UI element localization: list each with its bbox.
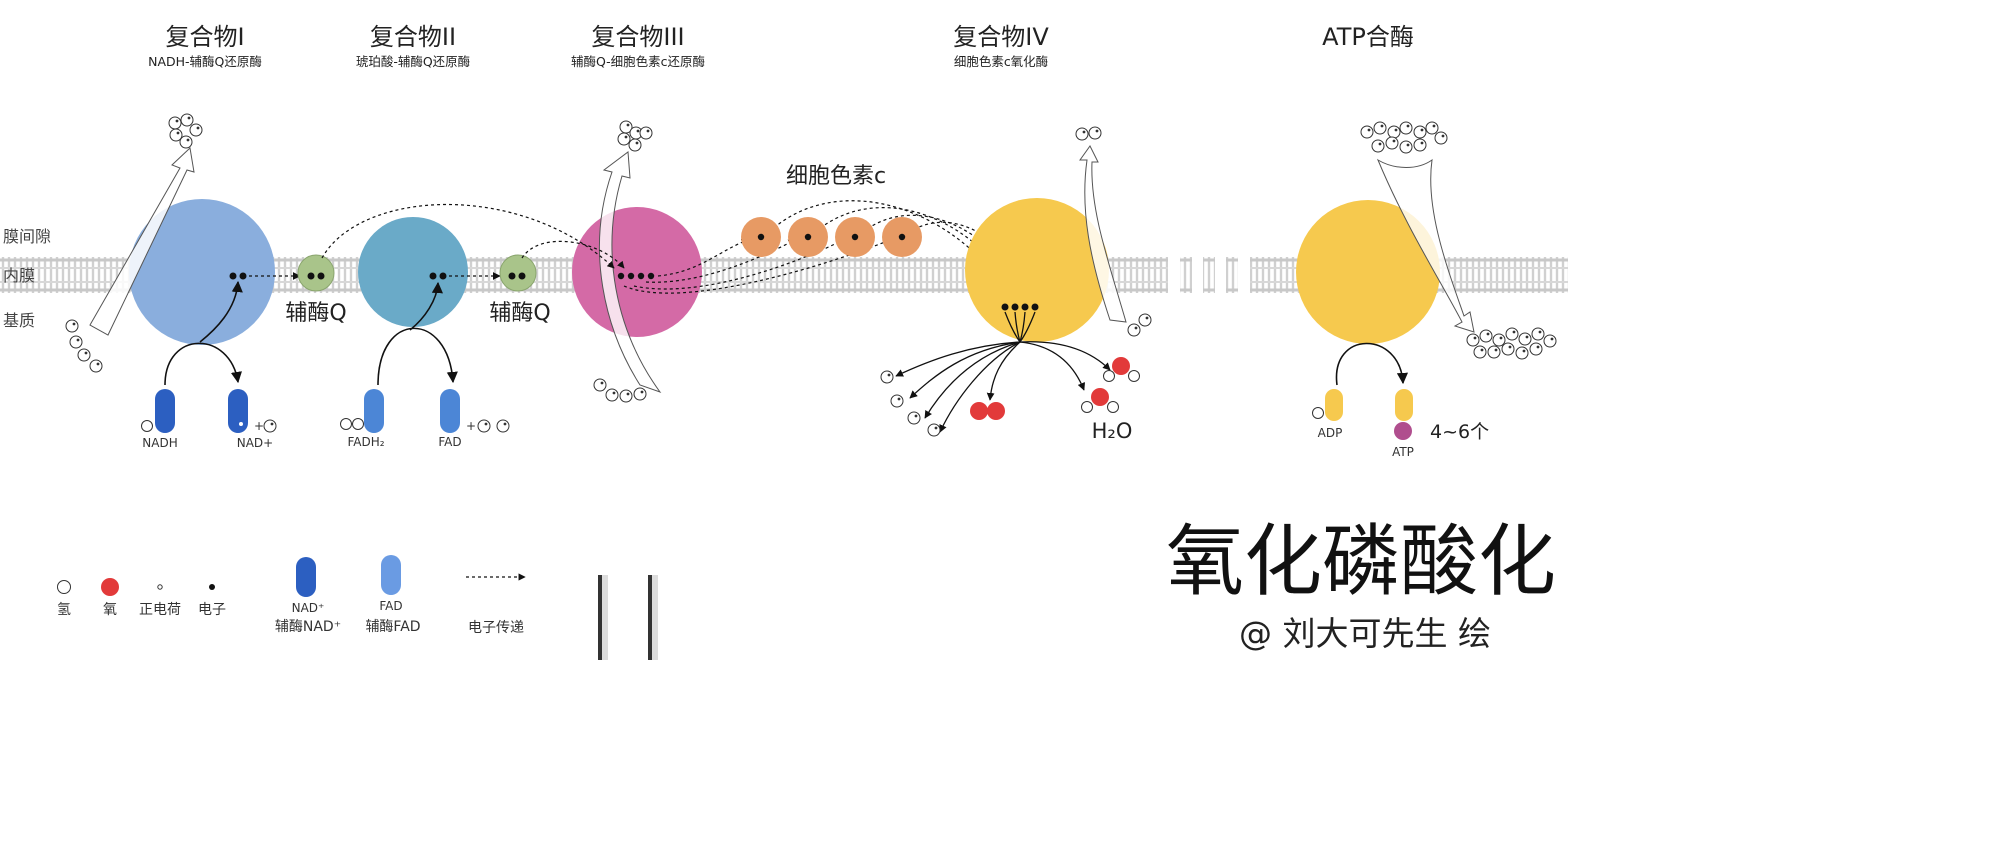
credit: @ 刘大可先生 绘	[1239, 614, 1491, 653]
complex3	[572, 120, 702, 403]
atp-synthase-title: ATP合酶	[1322, 23, 1414, 51]
h2o-label: H₂O	[1092, 419, 1133, 443]
electron-icon	[209, 584, 215, 590]
complex1-proton-arrow	[89, 146, 195, 336]
complex4-title: 复合物IV	[953, 23, 1049, 51]
fad-label: FAD	[438, 435, 461, 449]
label-intermembrane-space: 膜间隙	[3, 227, 51, 246]
legend-hydrogen: 氢	[57, 602, 71, 618]
complex3-body	[572, 207, 702, 337]
coq-1-label: 辅酶Q	[285, 301, 346, 326]
adp-molecule	[1325, 389, 1343, 421]
fad-carrier	[440, 389, 460, 433]
legend-oxygen: 氧	[103, 602, 117, 618]
atp-synthase-body	[1296, 200, 1440, 344]
complex-titles: 复合物I NADH-辅酶Q还原酶 复合物II 琥珀酸-辅酶Q还原酶 复合物III…	[148, 23, 1414, 69]
legend-electron: 电子	[198, 602, 226, 618]
complex3-protons-in	[593, 378, 647, 403]
complex2-body	[358, 217, 468, 327]
cytc-label: 细胞色素c	[786, 164, 886, 189]
complex1: NADH + NAD+	[65, 113, 277, 450]
oxygen-atom	[970, 402, 988, 420]
cytochrome-c: 细胞色素c	[741, 164, 922, 257]
coq-2-label: 辅酶Q	[489, 301, 550, 326]
complex4-subtitle: 细胞色素c氧化酶	[954, 54, 1048, 69]
atp-protons-top	[1360, 121, 1448, 154]
nadh-label: NADH	[142, 436, 177, 450]
atp-protons-bottom	[1466, 327, 1557, 360]
oxygen-atom	[987, 402, 1005, 420]
complex1-title: 复合物I	[165, 23, 244, 51]
coq-2: 辅酶Q	[449, 254, 551, 326]
atp-synthase: ADP ATP 4~6个	[1296, 121, 1557, 459]
atp-count: 4~6个	[1430, 421, 1489, 443]
complex3-protons-out	[617, 120, 653, 152]
complex2-subtitle: 琥珀酸-辅酶Q还原酶	[356, 54, 470, 69]
legend-nad-top: NAD⁺	[292, 601, 325, 615]
coq-1: 辅酶Q	[249, 254, 347, 326]
positive-charge-icon	[157, 584, 163, 590]
label-matrix: 基质	[3, 311, 35, 330]
headline: 氧化磷酸化	[1166, 517, 1556, 607]
label-inner-membrane: 内膜	[3, 266, 35, 285]
atp-molecule	[1395, 389, 1413, 421]
complex4-body	[965, 198, 1109, 342]
hydrogen-icon	[57, 580, 71, 594]
fadh2-carrier	[364, 389, 384, 433]
complex1-subtitle: NADH-辅酶Q还原酶	[148, 54, 262, 69]
complex1-protons-in	[65, 319, 103, 373]
legend-transfer: 电子传递	[468, 620, 524, 636]
complex1-protons-out	[168, 113, 203, 149]
complex3-subtitle: 辅酶Q-细胞色素c还原酶	[571, 54, 705, 69]
legend-positive: 正电荷	[139, 602, 181, 618]
complex1-body	[129, 199, 275, 345]
legend: 氢 氧 正电荷 电子 NAD⁺ 辅酶NAD⁺ FAD 辅酶FAD 电子传递	[57, 555, 526, 636]
oxidative-phosphorylation-diagram: 膜间隙 内膜 基质 复合物I NADH-辅酶Q还原酶 复合物II 琥珀酸-辅酶Q…	[0, 23, 1568, 660]
nad-plus-label: NAD+	[237, 436, 273, 450]
complex3-title: 复合物III	[591, 23, 684, 51]
legend-fad-top: FAD	[379, 599, 402, 613]
fad-icon	[381, 555, 401, 595]
legend-fad-bottom: 辅酶FAD	[365, 619, 420, 635]
nadh-carrier	[155, 389, 175, 433]
complex4-proton-arrow	[1079, 145, 1127, 323]
oxygen-icon	[101, 578, 119, 596]
plus-sign-2: +	[466, 419, 476, 433]
legend-nad-bottom: 辅酶NAD⁺	[275, 619, 341, 635]
nad-icon	[296, 557, 316, 597]
fadh2-label: FADH₂	[347, 435, 384, 449]
atp-label: ATP	[1392, 445, 1414, 459]
complex4: H₂O	[880, 126, 1152, 443]
plus-sign-1: +	[254, 419, 264, 433]
decorative-bars	[598, 575, 658, 660]
atp-synthase-proton-channel	[1376, 158, 1475, 333]
complex2: FADH₂ + FAD	[340, 217, 510, 449]
adp-label: ADP	[1318, 426, 1343, 440]
nad-plus-carrier	[228, 389, 248, 433]
complex2-title: 复合物II	[370, 23, 456, 51]
complex3-proton-arrow	[598, 151, 662, 393]
